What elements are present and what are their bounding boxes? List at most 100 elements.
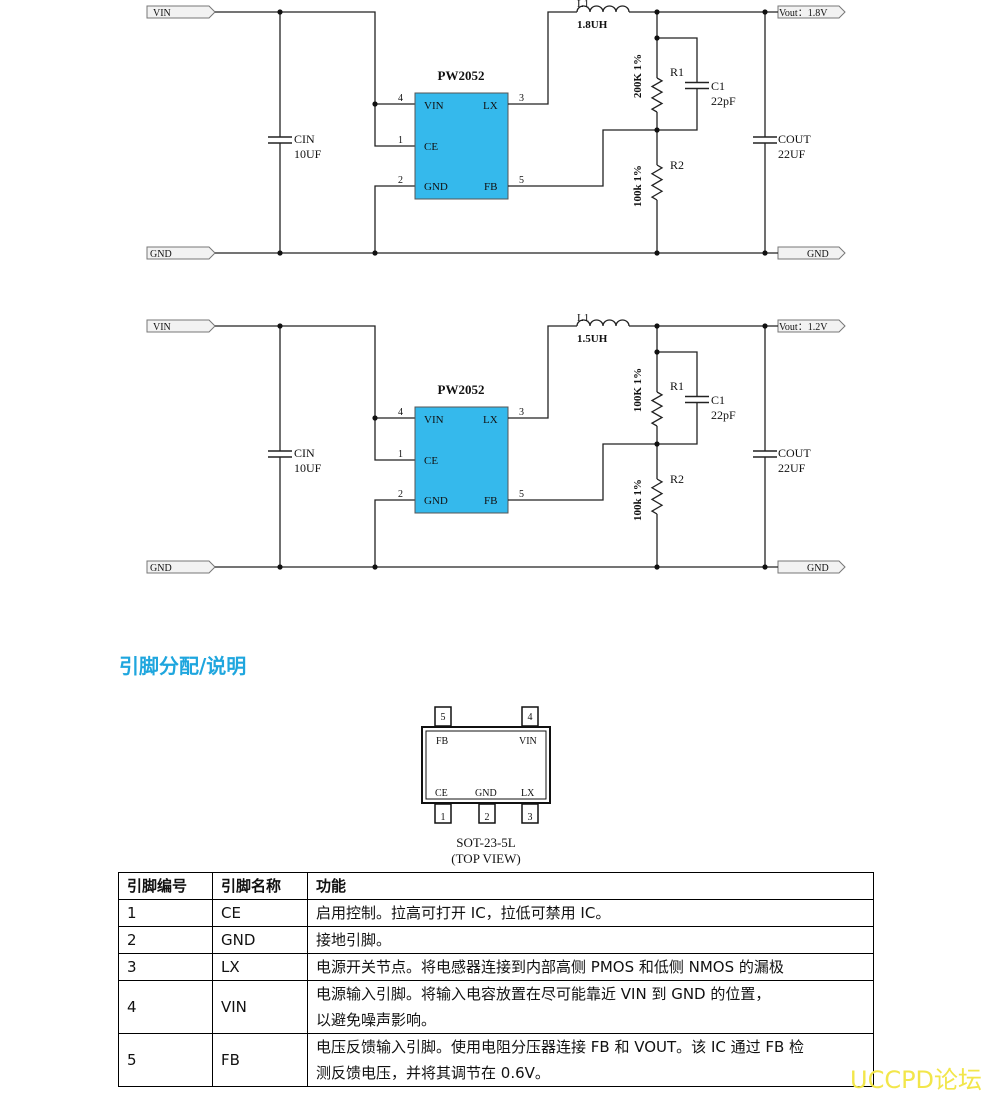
pin-number-lx: 3 bbox=[519, 93, 524, 104]
junction-dot bbox=[277, 250, 283, 256]
junction-dot bbox=[654, 441, 660, 447]
junction-dot bbox=[277, 564, 283, 570]
cout-label: COUT bbox=[778, 132, 811, 146]
cin-value: 10UF bbox=[294, 461, 322, 475]
package-pin-number: 3 bbox=[528, 812, 533, 823]
wire bbox=[374, 185, 415, 253]
pin-label-gnd: GND bbox=[424, 181, 448, 193]
header-function: 功能 bbox=[307, 872, 874, 900]
ic-body bbox=[414, 92, 509, 200]
pin-number-gnd: 2 bbox=[398, 175, 403, 186]
package-pin-3 bbox=[521, 803, 539, 824]
cell-pin-name: CE bbox=[212, 899, 308, 927]
cout-value: 22UF bbox=[778, 461, 806, 475]
cell-function: 电压反馈输入引脚。使用电阻分压器连接 FB 和 VOUT。该 IC 通过 FB … bbox=[307, 1033, 874, 1087]
vin-flag-label: VIN bbox=[153, 8, 171, 19]
ic-name: PW2052 bbox=[438, 382, 485, 397]
pin-label-vin: VIN bbox=[424, 414, 444, 426]
pin-label-gnd: GND bbox=[424, 495, 448, 507]
gnd-flag-right-label: GND bbox=[807, 249, 829, 260]
pin-number-ce: 1 bbox=[398, 135, 403, 146]
package-pin-5 bbox=[434, 706, 452, 727]
pin-number-lx: 3 bbox=[519, 407, 524, 418]
wire bbox=[657, 37, 698, 82]
package-pin-1 bbox=[434, 803, 452, 824]
pin-label-fb: FB bbox=[484, 181, 497, 193]
section-heading: 引脚分配/说明 bbox=[119, 654, 247, 678]
header-pin-name: 引脚名称 bbox=[212, 872, 308, 900]
cout-value: 22UF bbox=[778, 147, 806, 161]
watermark: UCCPD论坛 bbox=[850, 1066, 983, 1094]
r2-value: 100k 1% bbox=[632, 165, 644, 207]
junction-dot bbox=[277, 323, 283, 329]
pin-number-vin: 4 bbox=[398, 93, 403, 104]
cell-pin-name: LX bbox=[212, 953, 308, 981]
cell-pin-name: FB bbox=[212, 1033, 308, 1087]
wire bbox=[508, 443, 657, 501]
vin-flag-label: VIN bbox=[153, 322, 171, 333]
pin-number-fb: 5 bbox=[519, 175, 524, 186]
junction-dot bbox=[654, 35, 660, 41]
pin-label-ce: CE bbox=[424, 455, 438, 467]
wire bbox=[657, 403, 698, 445]
cell-function: 电源开关节点。将电感器连接到内部高侧 PMOS 和低侧 NMOS 的漏极 bbox=[307, 953, 874, 981]
junction-dot bbox=[372, 564, 378, 570]
gnd-flag-left-label: GND bbox=[150, 563, 172, 574]
junction-dot bbox=[372, 415, 378, 421]
wire bbox=[374, 499, 415, 567]
junction-dot bbox=[762, 323, 768, 329]
r2-value: 100k 1% bbox=[632, 479, 644, 521]
junction-dot bbox=[654, 323, 660, 329]
junction-dot bbox=[654, 564, 660, 570]
junction-dot bbox=[654, 250, 660, 256]
c1-label: C1 bbox=[711, 393, 725, 407]
package-name: SOT-23-5L bbox=[456, 835, 516, 850]
r1-value: 200K 1% bbox=[632, 54, 644, 98]
cell-pin-name: VIN bbox=[212, 980, 308, 1034]
cin-label: CIN bbox=[294, 446, 315, 460]
cell-function: 启用控制。拉高可打开 IC，拉低可禁用 IC。 bbox=[307, 899, 874, 927]
cell-pin-number: 3 bbox=[118, 953, 213, 981]
header-pin-number: 引脚编号 bbox=[118, 872, 213, 900]
pin-number-fb: 5 bbox=[519, 489, 524, 500]
cell-pin-number: 4 bbox=[118, 980, 213, 1034]
function-line: 接地引脚。 bbox=[316, 931, 392, 949]
r2-label: R2 bbox=[670, 472, 684, 486]
function-line: 测反馈电压，并将其调节在 0.6V。 bbox=[316, 1064, 550, 1082]
inductor-value: 1.5UH bbox=[577, 333, 608, 345]
r1-resistor bbox=[650, 391, 664, 427]
wire bbox=[215, 11, 415, 147]
function-line: 电源开关节点。将电感器连接到内部高侧 PMOS 和低侧 NMOS 的漏极 bbox=[316, 958, 784, 976]
package-pin-number: 1 bbox=[441, 812, 446, 823]
junction-dot bbox=[654, 9, 660, 15]
c1-label: C1 bbox=[711, 79, 725, 93]
package-label-gnd: GND bbox=[475, 788, 497, 799]
r1-value: 100K 1% bbox=[632, 368, 644, 412]
wire bbox=[508, 129, 657, 187]
cell-pin-name: GND bbox=[212, 926, 308, 954]
inductor bbox=[576, 5, 630, 13]
package-label-vin: VIN bbox=[519, 736, 537, 747]
r2-resistor bbox=[650, 478, 664, 515]
package-label-fb: FB bbox=[436, 736, 449, 747]
cell-function: 接地引脚。 bbox=[307, 926, 874, 954]
wire bbox=[508, 11, 577, 105]
inductor-label: L1 bbox=[577, 0, 589, 10]
cell-pin-number: 5 bbox=[118, 1033, 213, 1087]
pin-label-vin: VIN bbox=[424, 100, 444, 112]
pin-label-lx: LX bbox=[483, 100, 498, 112]
inductor-label: L1 bbox=[577, 312, 589, 324]
inductor-value: 1.8UH bbox=[577, 19, 608, 31]
package-pin-4 bbox=[521, 706, 539, 727]
pin-number-vin: 4 bbox=[398, 407, 403, 418]
package-pin-number: 4 bbox=[528, 712, 533, 723]
cell-pin-number: 2 bbox=[118, 926, 213, 954]
package-view: (TOP VIEW) bbox=[451, 851, 520, 866]
pin-number-gnd: 2 bbox=[398, 489, 403, 500]
cin-label: CIN bbox=[294, 132, 315, 146]
vout-flag-label: Vout：1.2V bbox=[779, 322, 828, 333]
